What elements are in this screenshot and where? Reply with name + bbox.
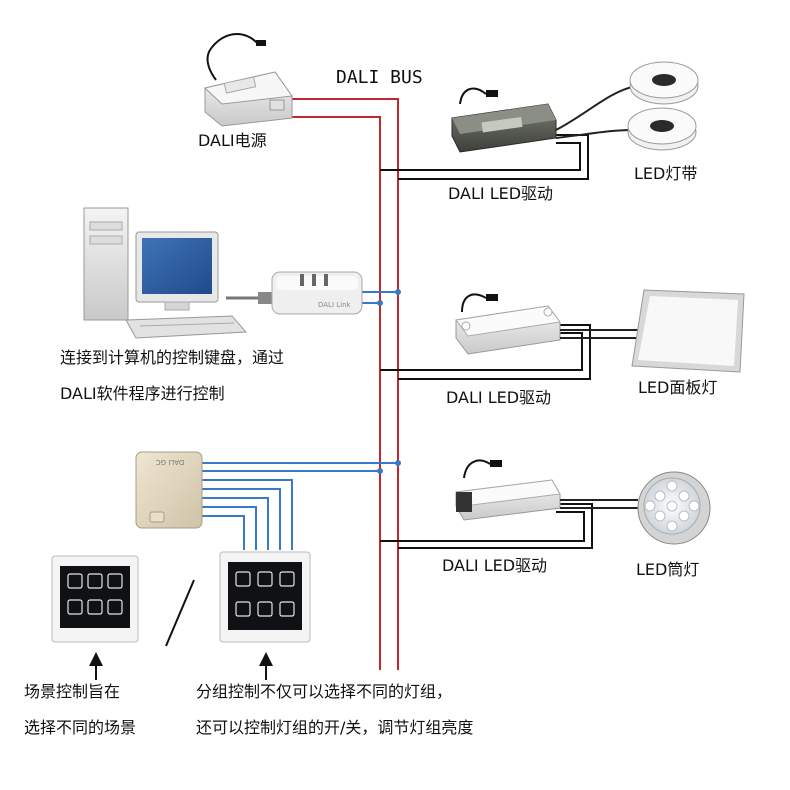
led-downlight-label: LED筒灯 (636, 560, 700, 579)
led-panel-label: LED面板灯 (638, 378, 718, 397)
scene-control-panel (51, 555, 139, 643)
pc-caption-line1: 连接到计算机的控制键盘，通过 (60, 348, 285, 367)
dali-gc-controller: DALI GC (135, 451, 203, 529)
led-strip-icon (555, 61, 699, 151)
arrow-up-icon (89, 652, 103, 680)
dali-led-driver-2 (455, 293, 561, 355)
driver-3-label: DALI LED驱动 (442, 556, 548, 575)
scene-caption-line1: 场景控制旨在 (24, 682, 121, 701)
led-panel-light-icon (560, 289, 745, 373)
dali-bus-title: DALI BUS (336, 67, 423, 88)
led-strip-label: LED灯带 (634, 164, 698, 183)
dali-led-driver-1 (451, 87, 557, 153)
dali-power-supply (203, 32, 293, 127)
dali-link-interface: DALI Link (271, 271, 363, 315)
led-downlight-icon (560, 471, 711, 545)
driver-wiring (380, 134, 593, 549)
power-supply-label: DALI电源 (198, 131, 267, 150)
group-caption-line2: 还可以控制灯组的开/关，调节灯组亮度 (196, 718, 474, 737)
computer-icon (83, 207, 248, 339)
dali-gc-label: DALI GC (156, 458, 185, 466)
scene-caption-line2: 选择不同的场景 (24, 718, 137, 737)
driver-2-label: DALI LED驱动 (446, 388, 552, 407)
group-caption-line1: 分组控制不仅可以选择不同的灯组， (196, 682, 453, 701)
junction-dots (377, 289, 401, 474)
separator-slash (165, 579, 195, 647)
group-control-panel (219, 551, 311, 643)
driver-1-label: DALI LED驱动 (448, 184, 554, 203)
pc-caption-line2: DALI软件程序进行控制 (60, 384, 225, 403)
pc-link-wires (202, 291, 398, 550)
dali-led-driver-3 (455, 459, 561, 521)
dali-link-label: DALI Link (318, 301, 352, 309)
arrow-up-icon (259, 652, 273, 680)
dali-bus-lines (290, 98, 399, 670)
usb-cable (226, 292, 272, 304)
